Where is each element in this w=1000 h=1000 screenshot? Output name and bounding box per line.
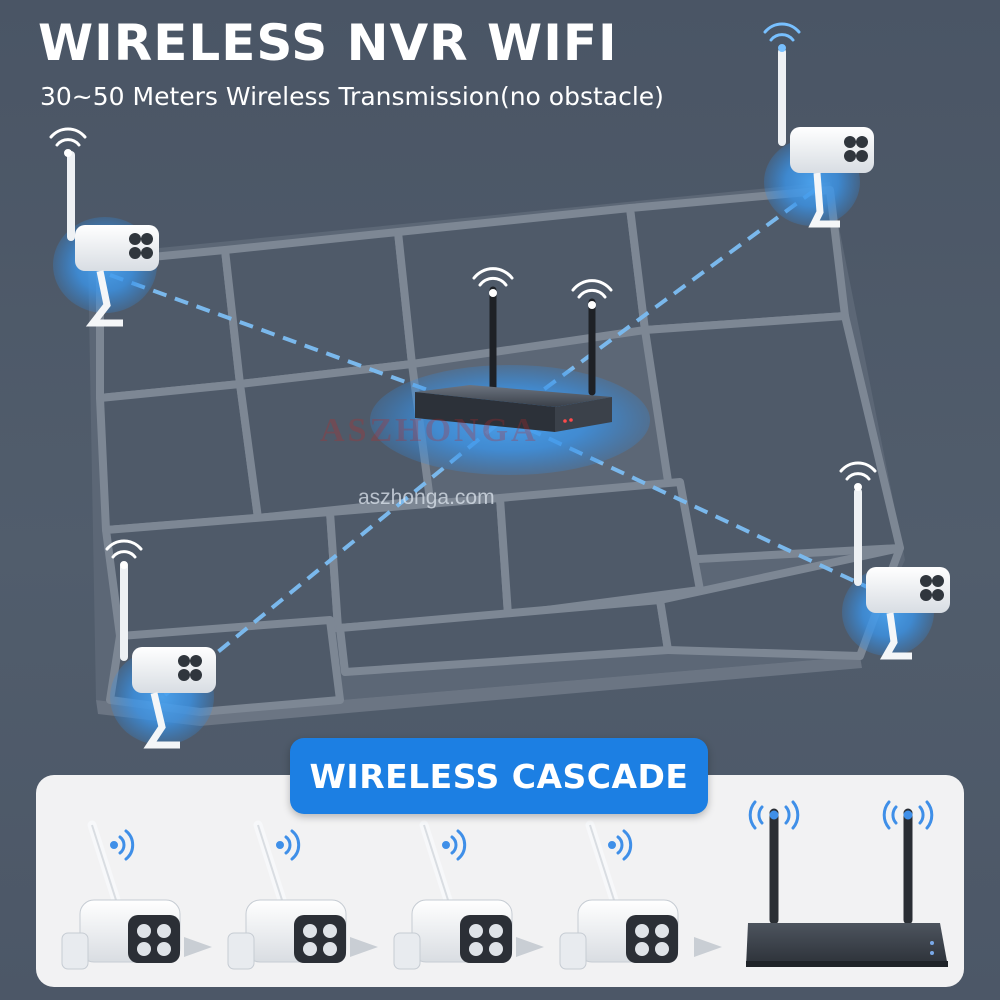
camera-icon [393, 820, 513, 970]
wifi-signal-icon [442, 829, 467, 861]
watermark: aszhonga.com [358, 486, 495, 509]
camera-icon [49, 127, 159, 327]
wifi-signal-icon [472, 267, 613, 309]
arrow-right-icon [184, 937, 722, 957]
wifi-signal-icon [110, 829, 135, 861]
cascade-label: WIRELESS CASCADE [290, 738, 708, 814]
cascade-diagram [61, 800, 948, 970]
brand-overlay: ASZHONGA [320, 412, 539, 449]
page-subtitle: 30~50 Meters Wireless Transmission(no ob… [40, 82, 664, 111]
nvr-recorder-icon [370, 267, 650, 475]
camera-icon [763, 22, 874, 228]
page-title: WIRELESS NVR WIFI [38, 14, 618, 72]
camera-icon [61, 820, 181, 970]
wifi-signal-icon [608, 829, 633, 861]
camera-icon [839, 461, 950, 660]
wifi-signal-icon [748, 800, 934, 830]
nvr-recorder-icon [746, 800, 948, 967]
camera-icon [227, 820, 347, 970]
wifi-signal-icon [276, 829, 301, 861]
floorplan-scene [49, 22, 950, 749]
camera-icon [559, 820, 679, 970]
camera-icon [105, 539, 216, 749]
